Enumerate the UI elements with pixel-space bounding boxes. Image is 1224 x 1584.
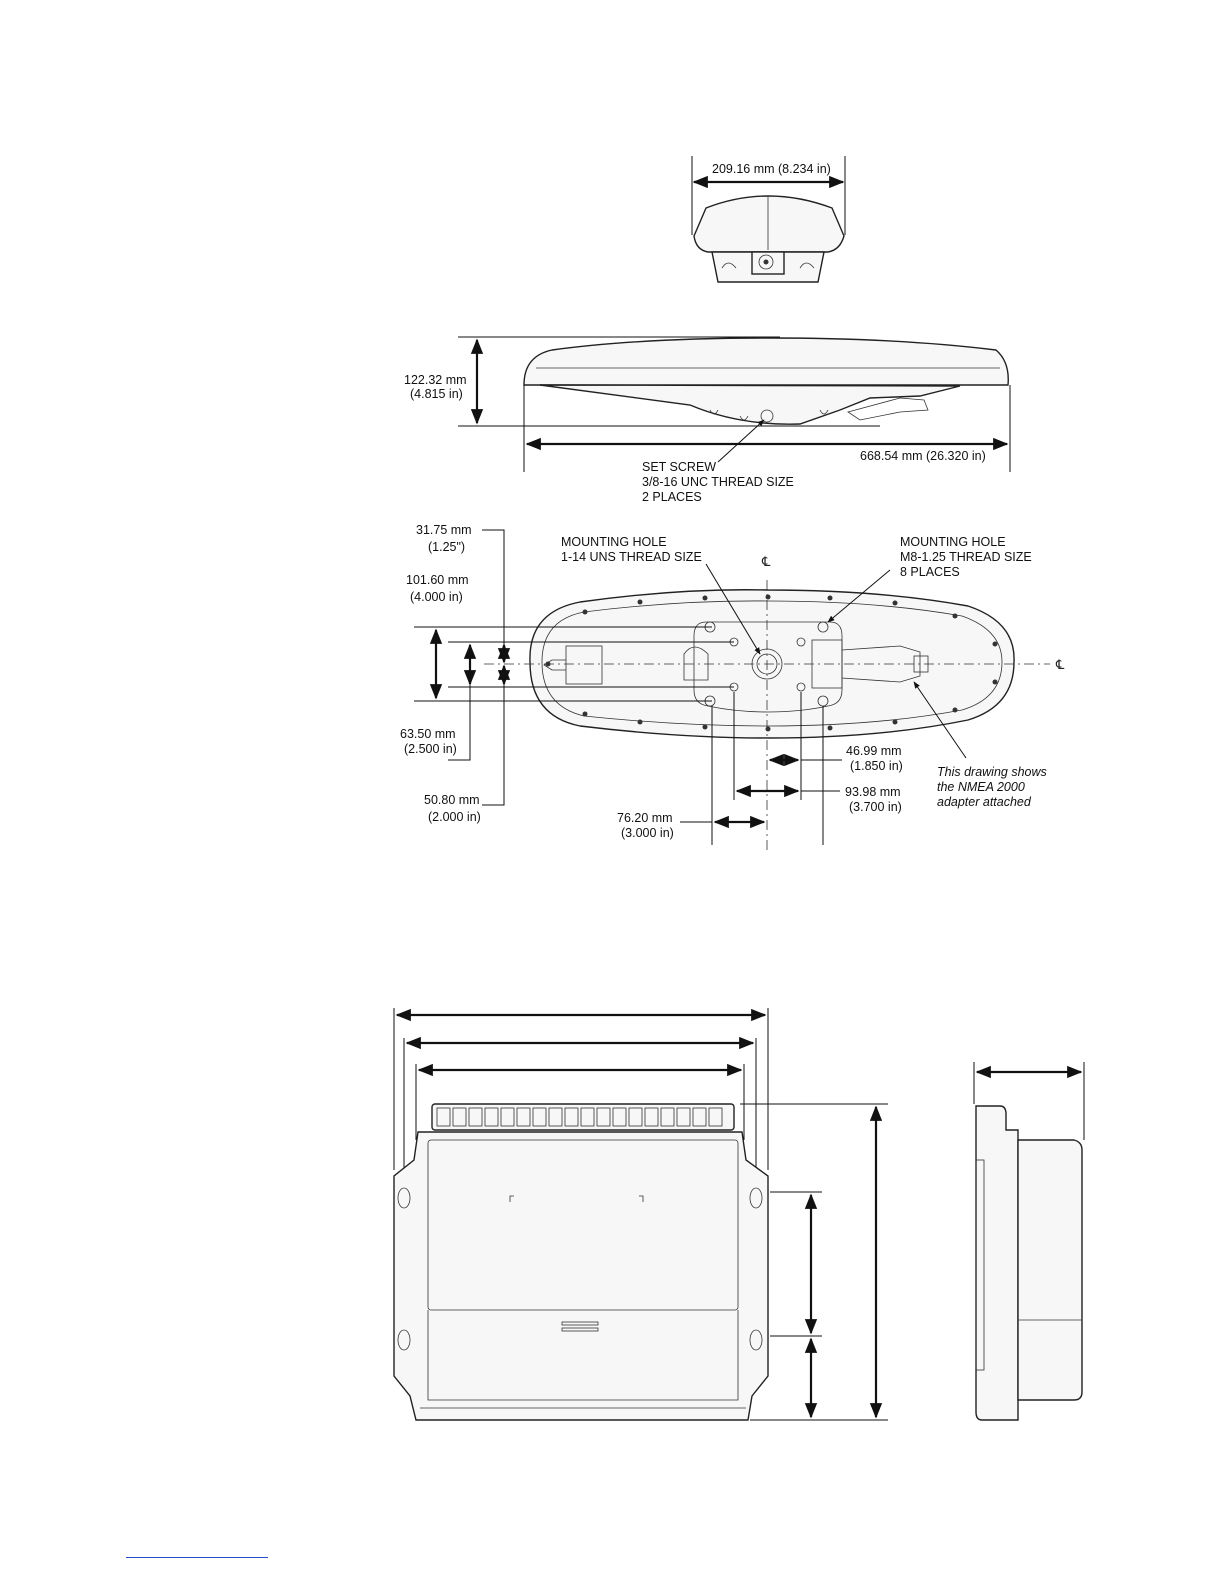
centerline-symbol-top: ℄ xyxy=(761,555,771,570)
dim-50-80-mm: 50.80 mm xyxy=(424,793,480,807)
adapter-note-line-1: This drawing shows xyxy=(937,765,1047,779)
set-screw-line-2: 3/8-16 UNC THREAD SIZE xyxy=(642,475,794,489)
dim-31-75-in: (1.25") xyxy=(428,540,465,554)
dim-63-50-in: (2.500 in) xyxy=(404,742,457,756)
dim-63-50-mm: 63.50 mm xyxy=(400,727,456,741)
dim-76-20-mm: 76.20 mm xyxy=(617,811,673,825)
antenna-side-view: 122.32 mm (4.815 in) 668.54 mm (26.320 i… xyxy=(404,336,1011,504)
adapter-note-line-2: the NMEA 2000 xyxy=(937,780,1025,794)
set-screw-line-1: SET SCREW xyxy=(642,460,716,474)
footer-rule xyxy=(126,1557,268,1558)
terminal-block xyxy=(436,1107,723,1127)
dim-46-99-mm: 46.99 mm xyxy=(846,744,902,758)
mounting-hole-outer-line-1: MOUNTING HOLE xyxy=(900,535,1006,549)
unit-side-view xyxy=(973,1062,1085,1421)
dim-93-98-in: (3.700 in) xyxy=(849,800,902,814)
antenna-bottom-view: ℄ ℄ MOUNTING HOLE 1-14 UNS THREAD SIZE M… xyxy=(400,523,1065,850)
mounting-hole-center-line-1: MOUNTING HOLE xyxy=(561,535,667,549)
perimeter-holes xyxy=(545,594,998,732)
antenna-front-view: 209.16 mm (8.234 in) xyxy=(691,156,846,283)
centerline-symbol-right: ℄ xyxy=(1055,658,1065,673)
dim-101-60-in: (4.000 in) xyxy=(410,590,463,604)
dim-93-98-mm: 93.98 mm xyxy=(845,785,901,799)
set-screw-line-3: 2 PLACES xyxy=(642,490,702,504)
mounting-hole-outer-line-3: 8 PLACES xyxy=(900,565,960,579)
dim-50-80-in: (2.000 in) xyxy=(428,810,481,824)
dim-76-20-in: (3.000 in) xyxy=(621,826,674,840)
unit-front-view xyxy=(393,1008,888,1421)
dim-31-75-mm: 31.75 mm xyxy=(416,523,472,537)
side-height-mm-label: 122.32 mm xyxy=(404,373,467,387)
mounting-hole-center-line-2: 1-14 UNS THREAD SIZE xyxy=(561,550,702,564)
dim-101-60-mm: 101.60 mm xyxy=(406,573,469,587)
side-length-label: 668.54 mm (26.320 in) xyxy=(860,449,986,463)
mounting-hole-outer-line-2: M8-1.25 THREAD SIZE xyxy=(900,550,1032,564)
front-width-label: 209.16 mm (8.234 in) xyxy=(712,162,831,176)
adapter-note-line-3: adapter attached xyxy=(937,795,1032,809)
dim-46-99-in: (1.850 in) xyxy=(850,759,903,773)
side-height-in-label: (4.815 in) xyxy=(410,387,463,401)
